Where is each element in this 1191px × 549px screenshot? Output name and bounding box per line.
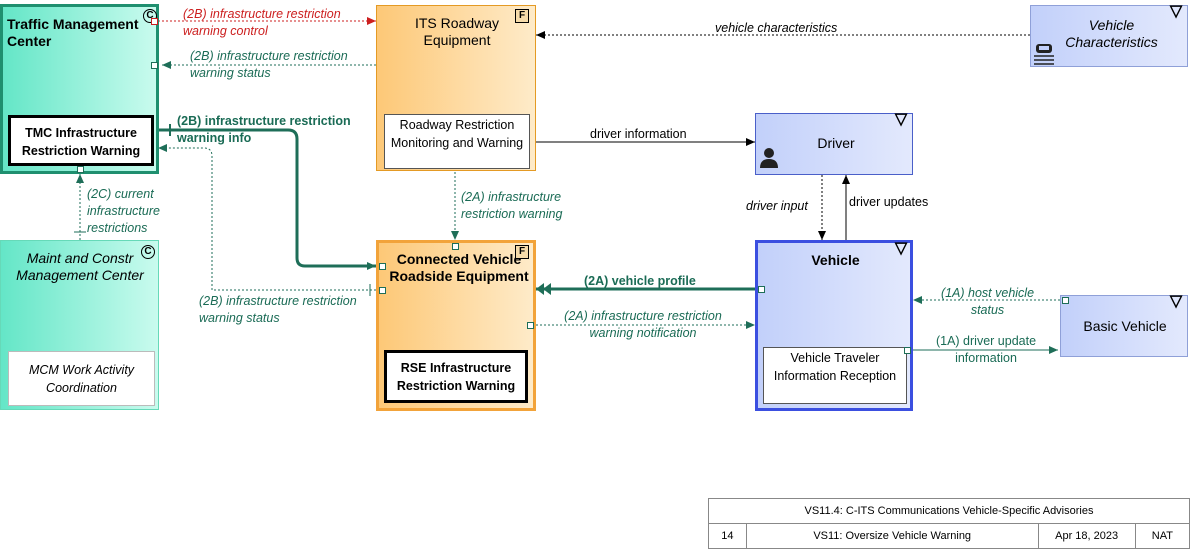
flow-label-warning-control: (2B) infrastructure restriction warning …	[183, 7, 341, 38]
node-title: Vehicle	[811, 252, 860, 268]
inner-mcm-work-activity-coordination[interactable]: MCM Work Activity Coordination	[8, 351, 155, 406]
flow-label-driver-input: driver input	[746, 199, 808, 213]
inner-tmc-infrastructure-restriction-warning[interactable]: TMC Infrastructure Restriction Warning	[8, 115, 154, 166]
node-vehicle[interactable]: Vehicle ▽ Vehicle Traveler Information R…	[755, 240, 913, 411]
inner-roadway-restriction-monitoring[interactable]: Roadway Restriction Monitoring and Warni…	[384, 114, 530, 169]
node-title: ITS Roadway Equipment	[414, 15, 500, 48]
flow-label-vehicle-profile: (2A) vehicle profile	[584, 274, 696, 288]
car-icon	[1034, 44, 1054, 65]
node-title: Connected Vehicle Roadside Equipment	[389, 251, 529, 284]
title-block-owner: NAT	[1134, 523, 1191, 549]
port	[151, 62, 158, 69]
port	[904, 347, 911, 354]
inner-rse-infrastructure-restriction-warning[interactable]: RSE Infrastructure Restriction Warning	[384, 350, 528, 403]
title-block-title: VS11.4: C-ITS Communications Vehicle-Spe…	[708, 498, 1190, 524]
flow-label-driver-information: driver information	[590, 127, 687, 141]
node-driver[interactable]: Driver ▽	[755, 111, 913, 175]
terminator-badge-icon: ▽	[1169, 293, 1183, 310]
port	[1062, 297, 1069, 304]
node-title: Maint and Constr Management Center	[16, 250, 144, 283]
port	[151, 18, 158, 25]
flow-label-current-restrictions: (2C) current infrastructure restrictions	[87, 187, 160, 235]
node-vehicle-characteristics[interactable]: Vehicle Characteristics ▽	[1030, 3, 1188, 67]
node-title: Traffic Management Center	[7, 16, 139, 49]
node-title: Vehicle Characteristics	[1065, 17, 1158, 50]
flow-label-warning-info: (2B) infrastructure restriction warning …	[177, 114, 351, 145]
flow-label-host-vehicle-status: (1A) host vehicle status	[940, 286, 1035, 317]
title-block-number: 14	[708, 523, 747, 549]
node-title: Basic Vehicle	[1083, 318, 1167, 334]
center-badge-icon: C	[143, 9, 157, 23]
title-block-date: Apr 18, 2023	[1037, 523, 1136, 549]
field-badge-icon: F	[515, 9, 529, 23]
flow-label-warning-status-its: (2B) infrastructure restriction warning …	[190, 49, 348, 80]
title-block-name: VS11: Oversize Vehicle Warning	[745, 523, 1039, 549]
terminator-badge-icon: ▽	[1169, 3, 1183, 20]
flow-label-restriction-warning: (2A) infrastructure restriction warning	[461, 190, 563, 221]
person-icon	[760, 148, 778, 168]
flow-line-warning-info	[158, 128, 376, 270]
title-block: VS11.4: C-ITS Communications Vehicle-Spe…	[708, 498, 1191, 549]
flow-label-warning-status-rse: (2B) infrastructure restriction warning …	[199, 294, 357, 325]
port	[758, 286, 765, 293]
node-traffic-management-center[interactable]: Traffic Management Center C TMC Infrastr…	[0, 4, 159, 174]
flow-line-warning-status-rse	[158, 144, 376, 291]
node-connected-vehicle-roadside-equipment[interactable]: Connected Vehicle Roadside Equipment F R…	[376, 240, 536, 411]
flow-label-driver-updates: driver updates	[849, 195, 929, 209]
flow-label-driver-update-information: (1A) driver update information	[935, 334, 1037, 365]
node-title: Driver	[817, 135, 855, 151]
terminator-badge-icon: ▽	[894, 240, 908, 257]
flow-label-vehicle-characteristics: vehicle characteristics	[715, 21, 838, 35]
terminator-badge-icon: ▽	[894, 111, 908, 128]
inner-vehicle-traveler-information-reception[interactable]: Vehicle Traveler Information Reception	[763, 347, 907, 404]
port	[452, 243, 459, 250]
port	[527, 322, 534, 329]
node-maint-constr-management-center[interactable]: Maint and Constr Management Center C MCM…	[0, 240, 159, 410]
port	[379, 263, 386, 270]
node-basic-vehicle[interactable]: Basic Vehicle ▽	[1060, 293, 1188, 357]
field-badge-icon: F	[515, 245, 529, 259]
port	[77, 166, 84, 173]
flow-label-warning-notification: (2A) infrastructure restriction warning …	[564, 309, 722, 340]
center-badge-icon: C	[141, 245, 155, 259]
node-its-roadway-equipment[interactable]: ITS Roadway Equipment F Roadway Restrict…	[376, 5, 536, 171]
port	[379, 287, 386, 294]
